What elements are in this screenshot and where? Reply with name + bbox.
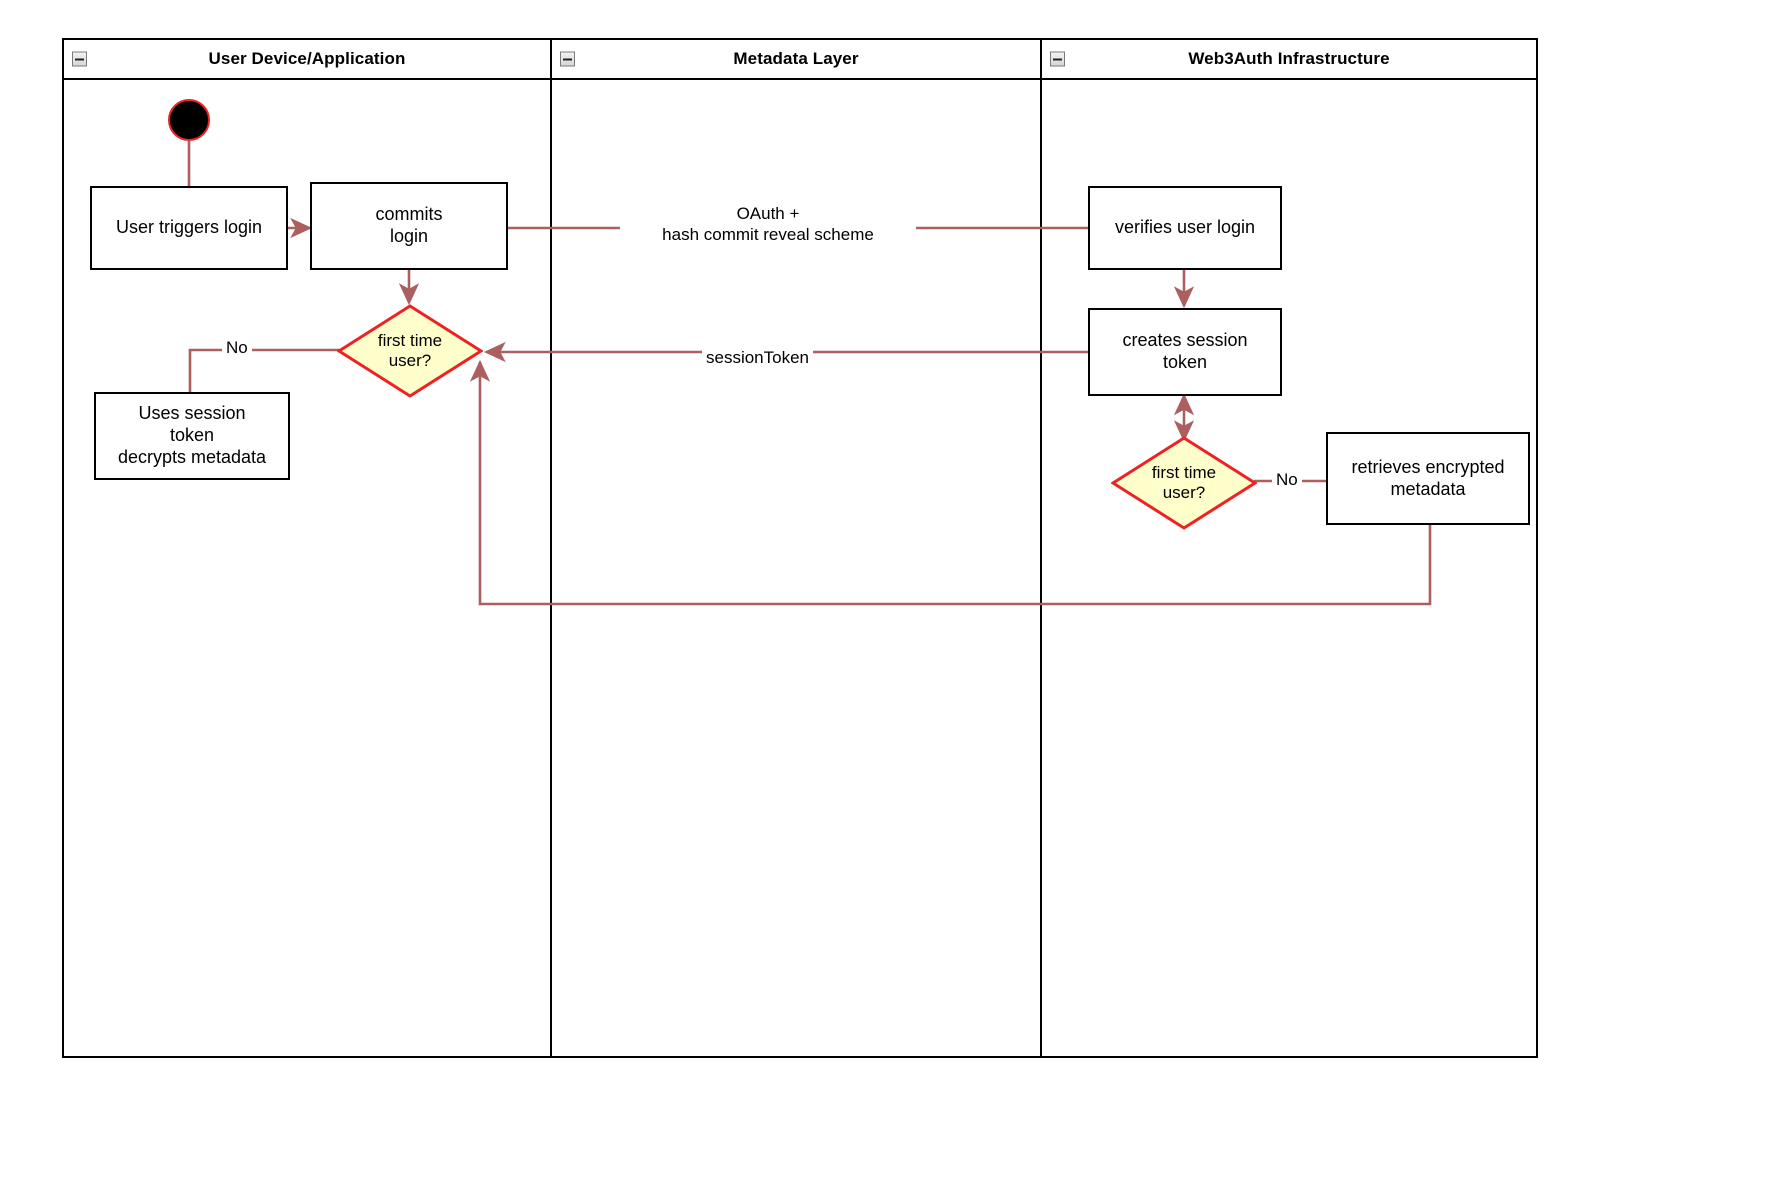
action-commits-login[interactable]: commits login [310, 182, 508, 270]
diamond-shape [337, 304, 483, 398]
decision-label: first time user? [1151, 462, 1217, 502]
collapse-minus-icon[interactable] [72, 51, 87, 67]
swimlane-title: Web3Auth Infrastructure [1188, 49, 1390, 68]
edge-label-session-token: sessionToken [702, 348, 814, 368]
edge-label-no-right: No [1272, 470, 1302, 490]
collapse-minus-icon[interactable] [560, 51, 575, 67]
diamond-shape [1111, 436, 1257, 530]
swimlane-title: Metadata Layer [733, 49, 859, 68]
edge-label-no-left: No [222, 338, 252, 358]
edge-label-oauth-hash-commit-reveal-scheme: OAuth + hash commit reveal scheme [620, 203, 916, 246]
action-verifies-user-login[interactable]: verifies user login [1088, 186, 1282, 270]
swimlane-metadata-layer [550, 38, 1042, 1058]
swimlane-header-web3auth-infrastructure[interactable]: Web3Auth Infrastructure [1040, 38, 1538, 80]
initial-node [168, 99, 210, 141]
collapse-minus-icon[interactable] [1050, 51, 1065, 67]
decision-first-time-user-right[interactable]: first time user? [1111, 436, 1257, 530]
swimlane-header-metadata-layer[interactable]: Metadata Layer [550, 38, 1042, 80]
decision-label: first time user? [377, 330, 443, 370]
action-user-triggers-login[interactable]: User triggers login [90, 186, 288, 270]
swimlane-header-user-device-application[interactable]: User Device/Application [62, 38, 552, 80]
action-retrieves-encrypted-metadata[interactable]: retrieves encrypted metadata [1326, 432, 1530, 525]
action-creates-session-token[interactable]: creates session token [1088, 308, 1282, 396]
action-uses-session-token-decrypts-metadata[interactable]: Uses session token decrypts metadata [94, 392, 290, 480]
swimlane-title: User Device/Application [208, 49, 406, 68]
decision-first-time-user-left[interactable]: first time user? [337, 304, 483, 398]
